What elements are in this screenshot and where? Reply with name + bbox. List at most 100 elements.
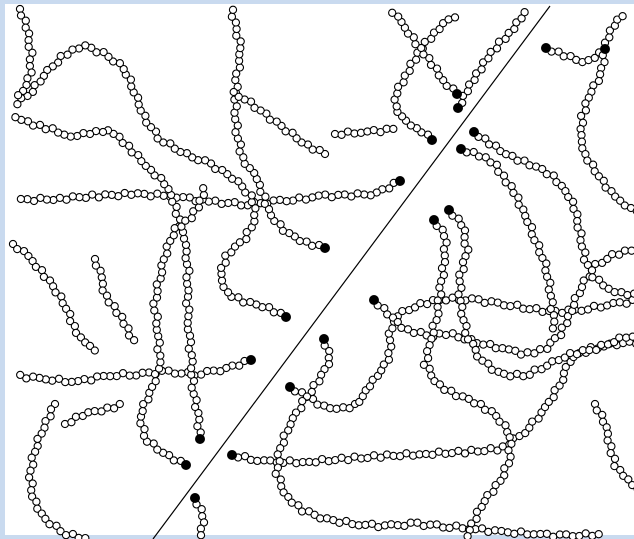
- open-circle-bead: [611, 289, 618, 296]
- open-circle-bead: [24, 118, 31, 125]
- open-circle-bead: [230, 88, 237, 95]
- open-circle-bead: [336, 519, 343, 526]
- open-circle-bead: [283, 198, 290, 205]
- open-circle-bead: [154, 135, 161, 142]
- open-circle-bead: [588, 267, 595, 274]
- open-circle-bead: [115, 193, 122, 200]
- open-circle-bead: [521, 9, 528, 16]
- open-circle-bead: [192, 403, 199, 410]
- open-circle-bead: [600, 177, 607, 184]
- filled-circle-chain-end-15: [427, 135, 437, 145]
- open-circle-bead: [412, 41, 419, 48]
- open-circle-bead: [493, 45, 500, 52]
- open-circle-bead: [464, 88, 471, 95]
- open-circle-bead: [188, 384, 195, 391]
- open-circle-bead: [257, 188, 264, 195]
- open-circle-bead: [375, 524, 382, 531]
- open-circle-bead: [616, 299, 623, 306]
- open-circle-bead: [170, 232, 177, 239]
- open-circle-bead: [15, 92, 22, 99]
- open-circle-bead: [185, 313, 192, 320]
- polymer-chain-14: [470, 128, 634, 298]
- open-circle-bead: [574, 211, 581, 218]
- open-circle-bead: [228, 13, 235, 20]
- open-circle-bead: [550, 533, 557, 539]
- open-circle-bead: [14, 101, 21, 108]
- open-circle-bead: [29, 480, 36, 487]
- open-circle-bead: [251, 211, 258, 218]
- open-circle-bead: [486, 141, 493, 148]
- polymer-chain-3: [17, 356, 255, 385]
- open-circle-bead: [200, 185, 207, 192]
- open-circle-bead: [333, 405, 340, 412]
- open-circle-bead: [317, 515, 324, 522]
- open-circle-bead: [608, 443, 615, 450]
- open-circle-bead: [550, 394, 557, 401]
- open-circle-bead: [126, 372, 133, 379]
- open-circle-bead: [14, 246, 21, 253]
- open-circle-bead: [235, 294, 242, 301]
- open-circle-bead: [403, 450, 410, 457]
- open-circle-bead: [406, 67, 413, 74]
- open-circle-bead: [361, 191, 368, 198]
- polymer-chain-9: [272, 335, 602, 539]
- filled-circle-chain-end-3: [246, 355, 256, 365]
- open-circle-bead: [471, 400, 478, 407]
- polymer-chain-extra-2: [61, 400, 123, 427]
- open-circle-bead: [22, 17, 29, 24]
- open-circle-bead: [393, 103, 400, 110]
- open-circle-bead: [438, 265, 445, 272]
- open-circle-bead: [536, 242, 543, 249]
- open-circle-bead: [243, 236, 250, 243]
- open-circle-bead: [17, 371, 24, 378]
- filled-circle-chain-end-6: [227, 450, 237, 460]
- polymer-chain-12: [445, 206, 634, 380]
- open-circle-bead: [420, 522, 427, 529]
- open-circle-bead: [42, 418, 49, 425]
- open-circle-bead: [111, 303, 118, 310]
- open-circle-bead: [386, 185, 393, 192]
- open-circle-bead: [128, 83, 135, 90]
- open-circle-bead: [36, 121, 43, 128]
- open-circle-bead: [303, 238, 310, 245]
- open-circle-bead: [91, 408, 98, 415]
- open-circle-bead: [64, 51, 71, 58]
- open-circle-bead: [298, 508, 305, 515]
- open-circle-bead: [299, 398, 306, 405]
- open-circle-bead: [62, 532, 69, 539]
- filled-circle-chain-end-18: [541, 43, 551, 53]
- open-circle-bead: [471, 76, 478, 83]
- open-circle-bead: [171, 225, 178, 232]
- filled-circle-chain-end-1: [320, 243, 330, 253]
- open-circle-bead: [595, 531, 602, 538]
- open-circle-bead: [558, 332, 565, 339]
- polymer-chain-22: [91, 255, 137, 343]
- open-circle-bead: [502, 422, 509, 429]
- open-circle-bead: [58, 293, 65, 300]
- open-circle-bead: [619, 13, 626, 20]
- polymer-chain-extra-1: [9, 240, 98, 354]
- open-circle-bead: [266, 304, 273, 311]
- filled-circle-chain-end-14: [469, 127, 479, 137]
- filled-circle-chain-end-5: [181, 460, 191, 470]
- polymer-chain-21: [26, 400, 89, 539]
- open-circle-bead: [67, 310, 74, 317]
- polymer-chain-16: [454, 9, 528, 112]
- open-circle-bead: [616, 334, 623, 341]
- open-circle-bead: [219, 166, 226, 173]
- open-circle-bead: [426, 365, 433, 372]
- open-circle-bead: [104, 404, 111, 411]
- open-circle-bead: [508, 183, 515, 190]
- open-circle-bead: [277, 476, 284, 483]
- open-circle-bead: [417, 300, 424, 307]
- open-circle-bead: [49, 125, 56, 132]
- open-circle-bead: [55, 375, 62, 382]
- open-circle-bead: [427, 61, 434, 68]
- open-circle-bead: [435, 72, 442, 79]
- open-circle-bead: [446, 524, 453, 531]
- open-circle-bead: [475, 153, 482, 160]
- open-circle-bead: [314, 401, 321, 408]
- open-circle-bead: [310, 382, 317, 389]
- open-circle-bead: [164, 250, 171, 257]
- polymer-chain-19: [577, 45, 634, 214]
